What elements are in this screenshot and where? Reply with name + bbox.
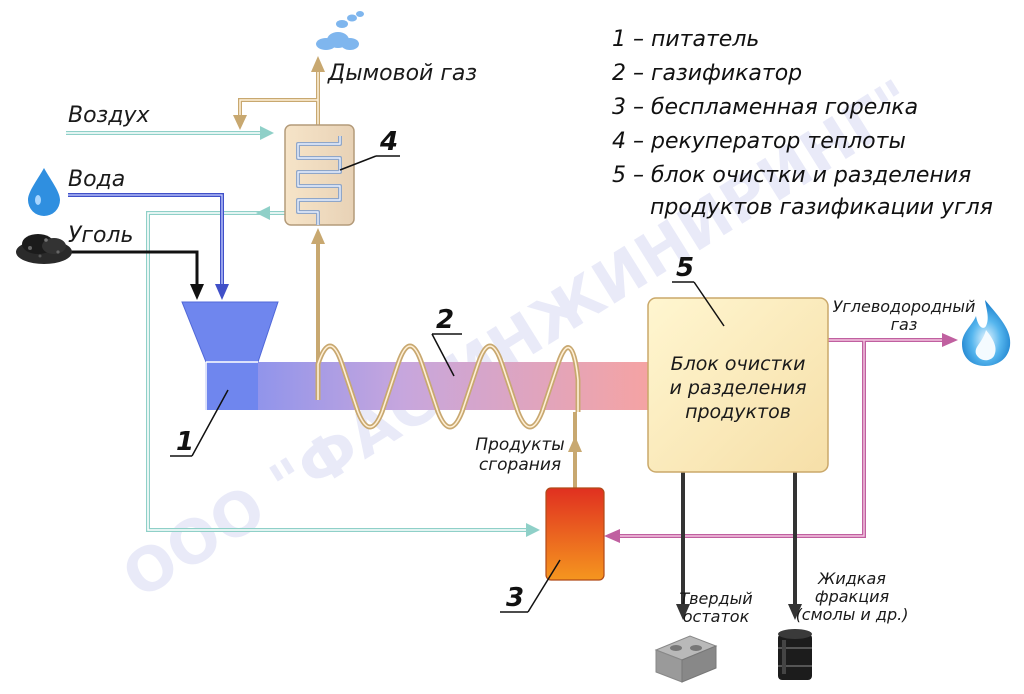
number-3: 3 <box>506 583 524 613</box>
unit5-line-2: и разделения <box>669 377 806 399</box>
recuperator <box>284 124 355 226</box>
coal-line <box>70 250 199 286</box>
air-arrow-burner <box>526 523 540 537</box>
gasifier <box>205 362 648 410</box>
callout-5: 5 <box>672 253 725 327</box>
solid-label-2: остаток <box>683 607 750 626</box>
number-1: 1 <box>176 427 194 457</box>
separation-unit <box>647 297 829 473</box>
legend-item-1: 1 – питатель <box>612 27 759 52</box>
concrete-block-icon <box>654 635 718 683</box>
unit5-line-1: Блок очистки <box>671 353 806 375</box>
air-arrow-in <box>260 126 274 140</box>
combustion-label-2: сгорания <box>479 455 561 475</box>
number-2: 2 <box>436 305 454 335</box>
cloud-icon <box>316 11 364 50</box>
legend-item-5: 5 – блок очистки и разделения <box>612 163 971 188</box>
legend-item-3: 3 – беспламенная горелка <box>612 95 918 120</box>
legend-item-5-cont: продуктов газификации угля <box>650 195 993 220</box>
water-label: Вода <box>68 167 125 192</box>
flue-gas-label: Дымовой газ <box>327 61 477 86</box>
gas-arrow-burner <box>604 529 620 543</box>
flue-arrow-up <box>311 56 325 72</box>
burner <box>545 487 605 581</box>
number-5: 5 <box>676 253 694 283</box>
liquid-label-2: фракция <box>815 587 890 606</box>
callout-3: 3 <box>500 559 561 613</box>
gas-label-1: Углеводородный <box>833 297 976 316</box>
combustion-arrow <box>568 436 582 452</box>
water-drop-icon <box>28 168 60 216</box>
combustion-label-1: Продукты <box>475 435 564 455</box>
gas-arrow-out <box>942 333 958 347</box>
flue-arrow-down <box>233 115 247 130</box>
air-label: Воздух <box>68 103 150 128</box>
unit5-line-3: продуктов <box>685 401 791 423</box>
legend-item-4: 4 – рекуператор теплоты <box>612 129 906 154</box>
liquid-label-3: (смолы и др.) <box>796 605 909 624</box>
callout-4: 4 <box>339 127 400 171</box>
callout-2: 2 <box>431 305 462 377</box>
water-arrow <box>215 284 229 300</box>
air-arrow-back <box>256 206 270 220</box>
feeder <box>181 301 279 410</box>
solid-label-1: Твердый <box>679 589 752 608</box>
coal-arrow <box>190 284 204 300</box>
barrel-icon <box>778 629 812 680</box>
liquid-label-1: Жидкая <box>817 569 886 588</box>
flue-arrow-recup <box>311 228 325 244</box>
gas-label-2: газ <box>891 315 918 334</box>
coal-label: Уголь <box>68 223 133 248</box>
legend-item-2: 2 – газификатор <box>612 61 802 86</box>
number-4: 4 <box>379 127 398 157</box>
coal-pile-icon <box>16 234 72 264</box>
callout-1: 1 <box>170 389 229 457</box>
legend: 1 – питатель 2 – газификатор 3 – бесплам… <box>612 27 993 220</box>
gas-flame-icon <box>962 300 1011 366</box>
